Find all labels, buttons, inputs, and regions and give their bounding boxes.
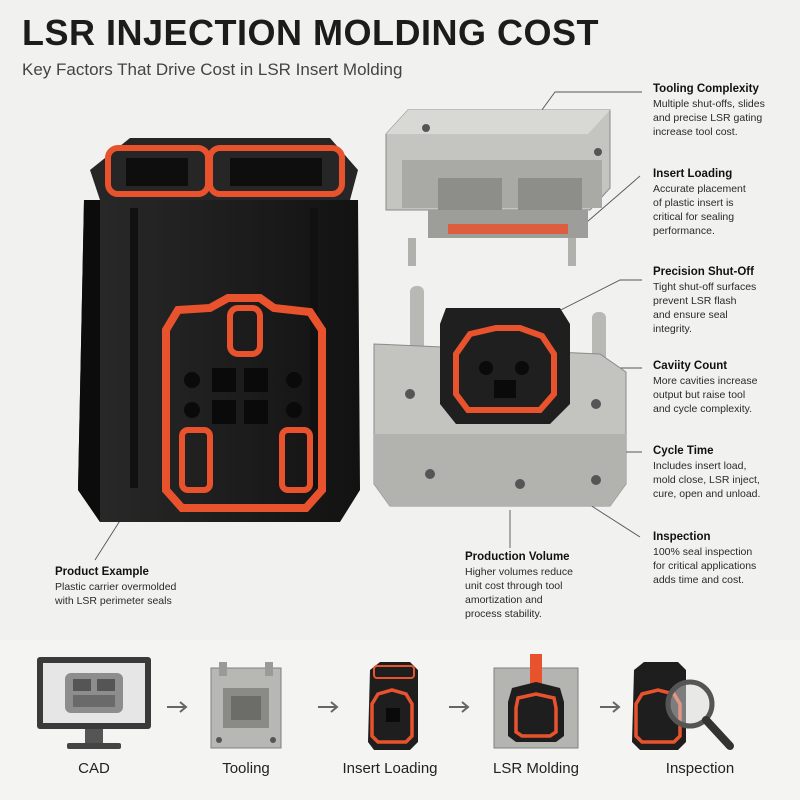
callout-cavity-line: output but raise tool bbox=[653, 389, 746, 401]
callout-insert-line: critical for sealing bbox=[653, 211, 735, 223]
leader-inspection bbox=[589, 504, 641, 538]
cad-monitor-icon bbox=[37, 657, 151, 749]
callout-shutoff-line: Tight shut-off surfaces bbox=[653, 281, 757, 293]
callout-volume-line: amortization and bbox=[465, 594, 543, 606]
page-title: LSR INJECTION MOLDING COST bbox=[22, 12, 600, 53]
step-label-insert-loading: Insert Loading bbox=[342, 760, 438, 777]
callout-volume-line: Higher volumes reduce bbox=[465, 566, 573, 578]
callout-cavity-heading: Caviity Count bbox=[653, 360, 728, 372]
callout-tooling-line: and precise LSR gating bbox=[653, 112, 763, 124]
arrow-right-icon bbox=[318, 701, 339, 713]
callout-inspection-line: 100% seal inspection bbox=[653, 546, 753, 558]
insert-loading-part-icon bbox=[368, 662, 418, 750]
product-connector-illustration bbox=[78, 138, 360, 522]
callout-cavity-line: and cycle complexity. bbox=[653, 403, 753, 415]
lsr-molding-icon bbox=[493, 654, 579, 749]
callout-inspection-line: for critical applications bbox=[653, 560, 757, 572]
callout-volume-line: process stability. bbox=[465, 608, 542, 620]
callout-precision-shutoff: Precision Shut-Off Tight shut-off surfac… bbox=[653, 265, 756, 336]
step-label-inspection: Inspection bbox=[665, 760, 735, 777]
callout-tooling-line: increase tool cost. bbox=[653, 126, 738, 138]
callout-cycle-line: Includes insert load, bbox=[653, 460, 747, 472]
callout-cycle-line: mold close, LSR inject, bbox=[653, 474, 760, 486]
callout-product-line: Plastic carrier overmolded bbox=[55, 581, 177, 593]
callout-product-heading: Product Example bbox=[55, 566, 149, 578]
arrow-right-icon bbox=[600, 701, 621, 713]
callout-tooling-line: Multiple shut-offs, slides bbox=[653, 98, 765, 110]
callout-product-example: Product Example Plastic carrier overmold… bbox=[55, 565, 176, 608]
callout-insert-line: of plastic insert is bbox=[653, 197, 734, 209]
step-label-tooling: Tooling bbox=[222, 760, 270, 777]
page-subtitle: Key Factors That Drive Cost in LSR Inser… bbox=[22, 60, 403, 79]
leader-lines bbox=[94, 91, 642, 561]
lower-mold-illustration bbox=[373, 286, 627, 507]
callout-tooling-complexity: Tooling Complexity Multiple shut-offs, s… bbox=[653, 82, 765, 139]
callout-inspection: Inspection 100% seal inspection for crit… bbox=[653, 530, 756, 587]
callout-insert-loading: Insert Loading Accurate placement of pla… bbox=[653, 167, 746, 238]
callout-insert-line: performance. bbox=[653, 225, 715, 237]
callout-inspection-heading: Inspection bbox=[653, 531, 711, 543]
callout-shutoff-line: prevent LSR flash bbox=[653, 295, 737, 307]
tooling-mold-icon bbox=[210, 662, 282, 749]
callout-shutoff-line: and ensure seal bbox=[653, 309, 728, 321]
callout-insert-heading: Insert Loading bbox=[653, 168, 733, 180]
callout-insert-line: Accurate placement bbox=[653, 183, 746, 195]
upper-mold-illustration bbox=[385, 109, 611, 266]
callout-cavity-count: Caviity Count More cavities increase out… bbox=[653, 359, 757, 416]
callout-volume-heading: Production Volume bbox=[465, 551, 570, 563]
callout-cycle-line: cure, open and unload. bbox=[653, 488, 761, 500]
step-label-cad: CAD bbox=[78, 760, 110, 777]
inspection-magnifier-icon bbox=[632, 662, 734, 750]
step-label-lsr-molding: LSR Molding bbox=[493, 760, 579, 777]
callout-cavity-line: More cavities increase bbox=[653, 375, 758, 387]
arrow-right-icon bbox=[167, 701, 188, 713]
callout-inspection-line: adds time and cost. bbox=[653, 574, 745, 586]
callout-product-line: with LSR perimeter seals bbox=[55, 595, 172, 607]
callout-production-volume: Production Volume Higher volumes reduce … bbox=[465, 550, 573, 621]
callout-shutoff-heading: Precision Shut-Off bbox=[653, 266, 754, 278]
leader-shutoff bbox=[544, 279, 642, 319]
callout-cycle-heading: Cycle Time bbox=[653, 445, 714, 457]
callout-volume-line: unit cost through tool bbox=[465, 580, 563, 592]
callout-cycle-time: Cycle Time Includes insert load, mold cl… bbox=[653, 444, 760, 501]
callout-tooling-heading: Tooling Complexity bbox=[653, 83, 759, 95]
callout-shutoff-line: integrity. bbox=[653, 323, 692, 335]
arrow-right-icon bbox=[449, 701, 470, 713]
